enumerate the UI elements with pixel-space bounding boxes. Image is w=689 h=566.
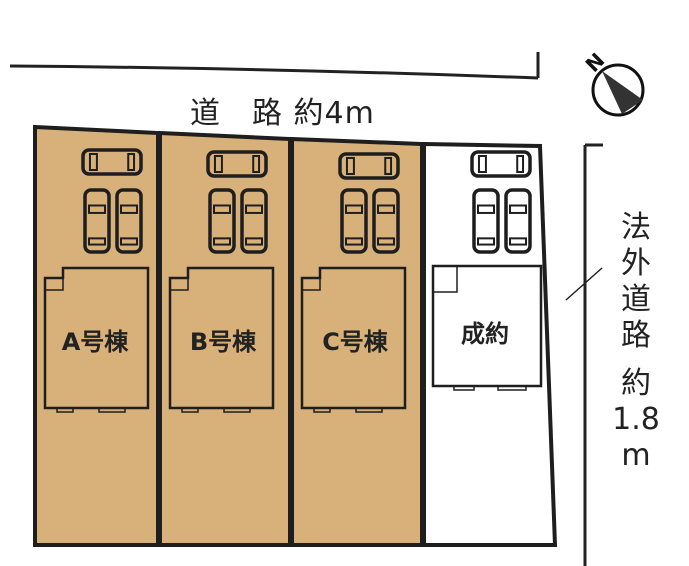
house-footprint [431,264,543,391]
car-icon [83,188,111,254]
side-road-char: 道 [621,282,651,317]
lot-a-label: A号棟 [61,328,129,356]
car-icon [472,188,500,254]
house-footprint [43,266,150,413]
lot-c-label: C号棟 [322,328,388,356]
front-road-label: 道 路 約4m [190,96,375,131]
car-icon [338,152,400,180]
lot-b-label: B号棟 [189,328,257,356]
car-icon [504,188,532,254]
side-road-char: 外 [621,246,651,281]
lot-b [158,130,292,547]
lot-d [422,141,558,547]
side-road-char: 1.8 [612,402,660,437]
car-icon [372,188,400,254]
car-icon [206,150,268,178]
car-icon [470,150,532,178]
side-road-char: m [621,438,651,473]
lot-d-label: 成約 [461,320,509,348]
house-footprint [168,266,275,413]
side-road-line [565,143,603,566]
lot-c [290,136,424,547]
side-road-char: 路 [621,318,651,353]
side-road-char: 法 [621,210,651,245]
side-road-char: 約 [621,366,651,401]
car-icon [240,188,268,254]
car-icon [115,188,143,254]
car-icon [340,188,368,254]
compass-icon: N [581,48,645,117]
side-road-label: 法 外 道 路 約 1.8 m [608,210,664,474]
house-footprint [300,266,407,413]
front-road-line [9,52,540,80]
car-icon [81,148,143,176]
car-icon [208,188,236,254]
